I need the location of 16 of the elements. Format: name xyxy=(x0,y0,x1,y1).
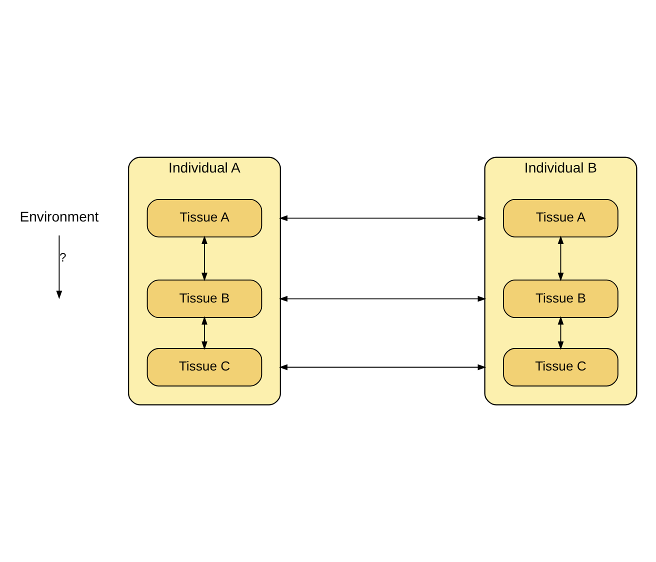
arrow xyxy=(558,316,564,350)
arrow xyxy=(202,316,208,350)
arrow xyxy=(202,236,208,282)
node-box: Tissue B xyxy=(146,280,262,318)
node-box: Tissue B xyxy=(503,280,618,318)
edge-label: ? xyxy=(60,250,66,265)
arrow xyxy=(279,296,486,302)
arrow xyxy=(279,364,486,370)
arrow xyxy=(279,215,486,222)
arrow xyxy=(56,234,62,300)
node-box: Tissue C xyxy=(503,348,618,386)
node-text: Environment xyxy=(20,208,99,224)
node-box: Tissue A xyxy=(503,198,618,238)
arrow xyxy=(558,236,564,282)
node-box: Tissue A xyxy=(146,198,262,238)
node-box: Tissue C xyxy=(146,348,262,386)
